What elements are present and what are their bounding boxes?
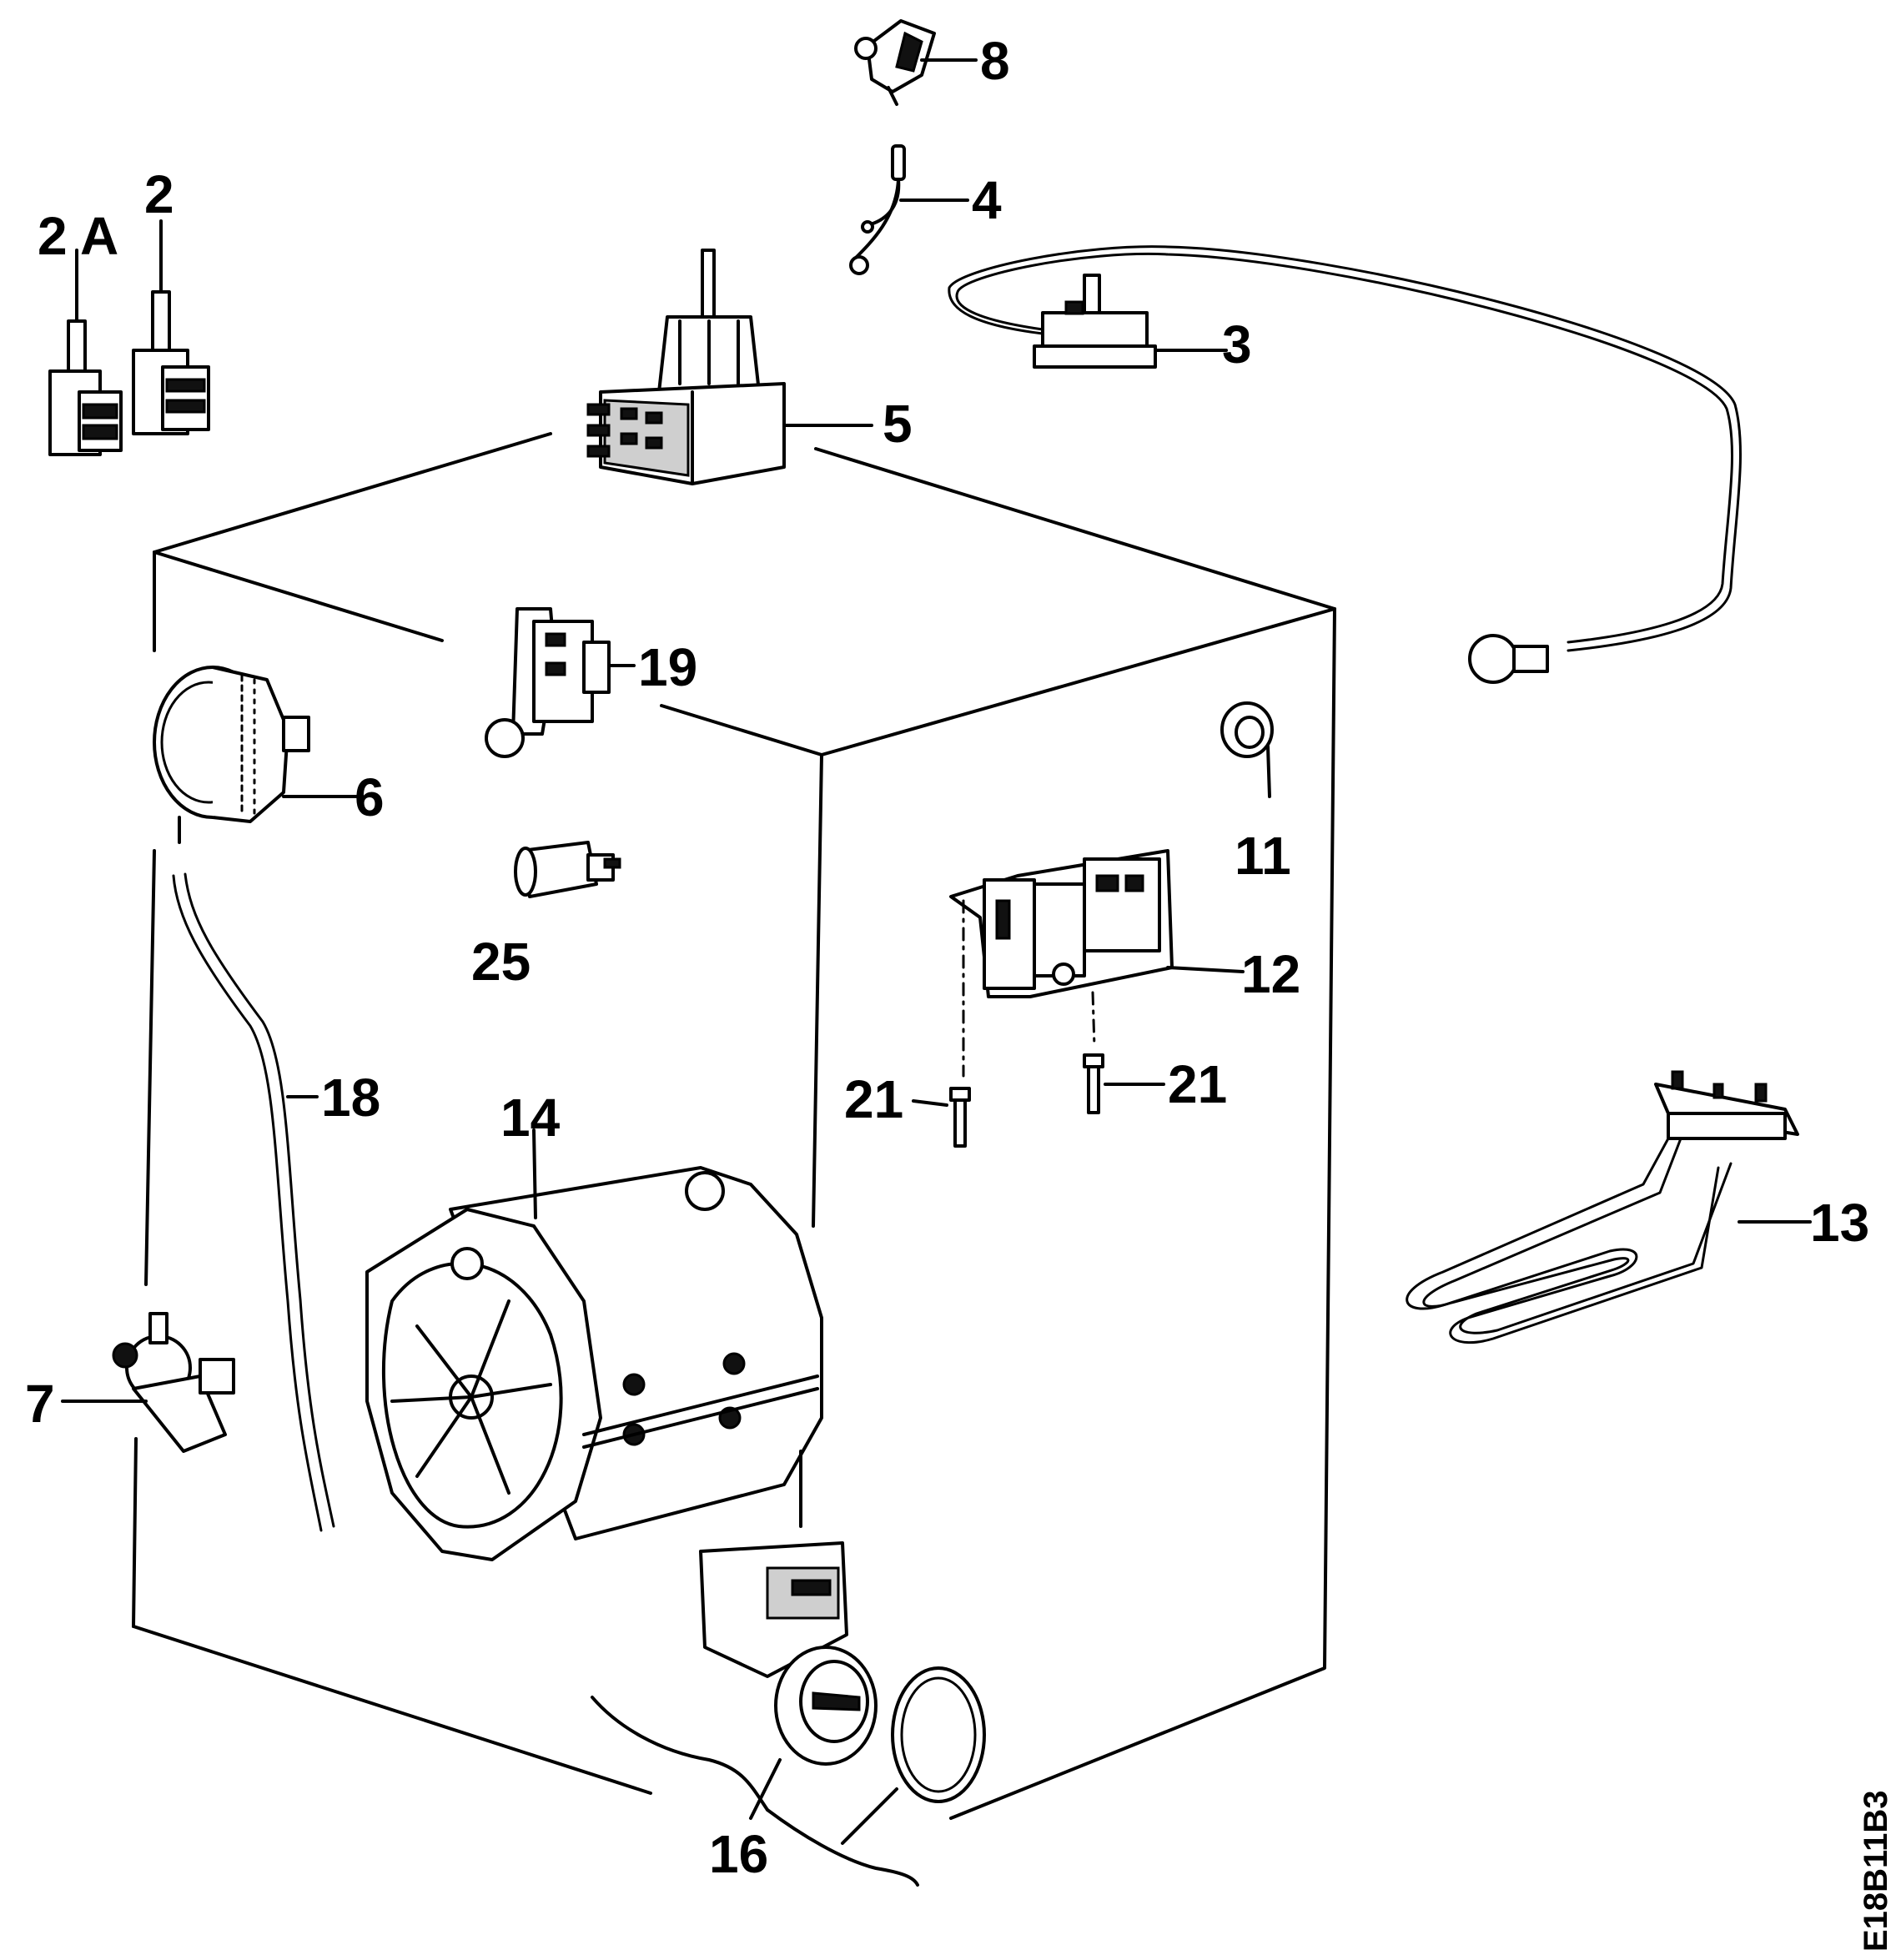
callout-14: 14	[500, 1088, 561, 1148]
callout-5: 5	[883, 394, 913, 454]
callout-16: 16	[709, 1824, 768, 1884]
part-7	[61, 1312, 235, 1453]
callout-11: 11	[1235, 826, 1291, 886]
part-19	[485, 607, 636, 758]
part-25	[514, 841, 621, 898]
callout-13: 13	[1810, 1193, 1869, 1253]
callout-21-right: 21	[1168, 1054, 1227, 1114]
callout-4: 4	[972, 170, 1002, 230]
part-2a	[48, 249, 123, 456]
part-8	[854, 19, 978, 106]
callout-18: 18	[321, 1068, 380, 1128]
part-16	[591, 1450, 986, 1887]
callout-labels: 8 2 A 2 4 3 5 19 6 11 25 12 18 14 21 21 …	[25, 31, 1869, 1884]
part-11	[1220, 701, 1274, 798]
callout-25: 25	[471, 932, 531, 992]
part-5	[586, 249, 873, 485]
timer-contacts	[586, 403, 663, 458]
callout-7: 7	[25, 1374, 55, 1434]
callout-12: 12	[1241, 944, 1300, 1004]
callout-21-left: 21	[844, 1069, 903, 1129]
callout-2: 2	[144, 164, 174, 224]
part-2	[132, 219, 210, 435]
part-3	[948, 245, 1742, 684]
part-21b	[1083, 1053, 1165, 1114]
part-13	[1406, 1070, 1812, 1344]
part-21a	[912, 1087, 971, 1148]
part-18	[172, 872, 335, 1532]
motor-fan-spokes	[390, 1299, 552, 1495]
drawing-code: E18B11B3	[1858, 1791, 1894, 1952]
part-6	[153, 666, 365, 844]
callout-2a: 2 A	[38, 206, 118, 266]
cabinet-outline	[132, 432, 1336, 1820]
part-14	[365, 1128, 823, 1561]
callout-3: 3	[1222, 314, 1252, 374]
callout-19: 19	[638, 637, 697, 697]
part-12	[949, 849, 1245, 1078]
part-4	[849, 144, 969, 275]
callout-6: 6	[355, 767, 385, 827]
callout-8: 8	[980, 31, 1010, 91]
